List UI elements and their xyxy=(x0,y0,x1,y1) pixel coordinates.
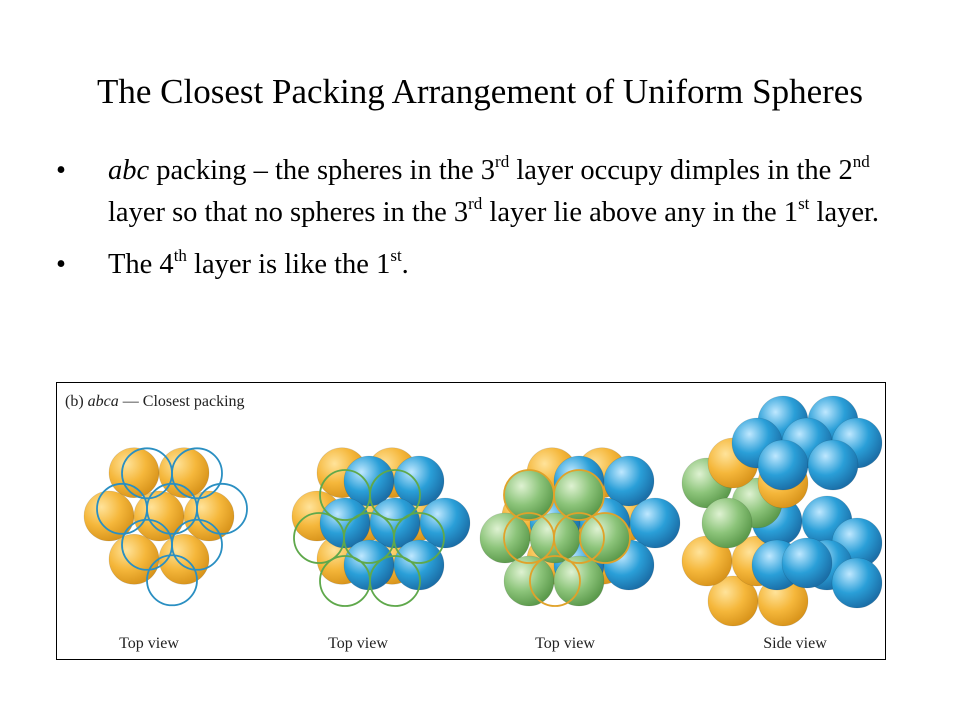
bullet-text-part: packing – the spheres in the 3 xyxy=(149,155,496,186)
bullet-text-part: abc xyxy=(108,155,150,186)
caption-italic: abca xyxy=(87,393,119,410)
layer-a-sphere xyxy=(108,534,160,585)
bullet-text-part: The 4 xyxy=(108,249,174,280)
layer-c-sphere xyxy=(553,555,605,607)
figure-caption: (b) abca — Closest packing xyxy=(65,393,245,411)
layer-c-outline xyxy=(369,469,421,521)
layer-b-outline xyxy=(171,518,223,571)
layer-c-sphere xyxy=(479,512,531,564)
layer-b-sphere xyxy=(343,539,395,591)
ordinal-suffix: nd xyxy=(852,152,870,171)
bullet-item-fourth-layer: • The 4th layer is like the 1st. xyxy=(56,244,916,286)
ordinal-suffix: rd xyxy=(495,152,510,171)
packing-figure: (b) abca — Closest packing Top view Top … xyxy=(56,382,886,660)
layer-a-outline xyxy=(553,512,605,564)
layer-c-outline xyxy=(369,555,421,607)
packing-diagram xyxy=(83,395,883,627)
caption-prefix: (b) xyxy=(65,393,88,410)
ordinal-suffix: st xyxy=(798,194,810,213)
bullet-text-part: layer occupy dimples in the 2 xyxy=(509,155,853,186)
bullet-text-part: . xyxy=(401,249,409,280)
bullet-item-abc-packing: • abc packing – the spheres in the 3rd l… xyxy=(56,150,916,234)
layer-b-sphere xyxy=(629,497,681,549)
layer-b-outline xyxy=(171,447,223,500)
bullet-text-part: layer so that no spheres in the 3 xyxy=(108,197,469,228)
view-label-4: Side view xyxy=(763,635,827,652)
layer-b-outline xyxy=(146,554,198,607)
layer-c-sphere xyxy=(701,497,753,549)
caption-rest: — Closest packing xyxy=(118,393,245,410)
layer-a-sphere xyxy=(158,447,210,498)
layer-b-sphere xyxy=(603,455,655,507)
view-label-3: Top view xyxy=(535,635,595,652)
ordinal-suffix: rd xyxy=(468,194,483,213)
bullet-text-part: layer lie above any in the 1 xyxy=(482,197,799,228)
bullet-text-part: layer is like the 1 xyxy=(186,249,391,280)
layer-b-outline xyxy=(196,482,248,535)
layer-a-outline xyxy=(529,555,581,607)
layer-b-sphere xyxy=(757,439,809,491)
bullet-marker: • xyxy=(56,155,66,186)
layer-c-outline xyxy=(393,512,445,564)
bullet-marker: • xyxy=(56,249,66,280)
layer-b-sphere xyxy=(419,497,471,549)
layer-b-sphere xyxy=(807,439,859,491)
view-label-2: Top view xyxy=(328,635,388,652)
ordinal-suffix: st xyxy=(390,246,402,265)
bullet-text-part: layer. xyxy=(809,197,880,228)
bullet-list: • abc packing – the spheres in the 3rd l… xyxy=(56,150,916,296)
layer-b-sphere xyxy=(831,557,883,609)
layer-a-sphere xyxy=(108,447,160,498)
layer-b-sphere xyxy=(781,537,833,589)
view-label-1: Top view xyxy=(119,635,179,652)
layer-b-sphere xyxy=(393,455,445,507)
layer-a-outline xyxy=(579,512,631,564)
ordinal-suffix: th xyxy=(173,246,187,265)
slide-title: The Closest Packing Arrangement of Unifo… xyxy=(97,72,863,111)
layer-b-sphere xyxy=(393,539,445,591)
layer-a-outline xyxy=(553,469,605,521)
bullet-text: The 4th layer is like the 1st. xyxy=(108,246,409,280)
bullet-text: abc packing – the spheres in the 3rd lay… xyxy=(108,152,880,228)
